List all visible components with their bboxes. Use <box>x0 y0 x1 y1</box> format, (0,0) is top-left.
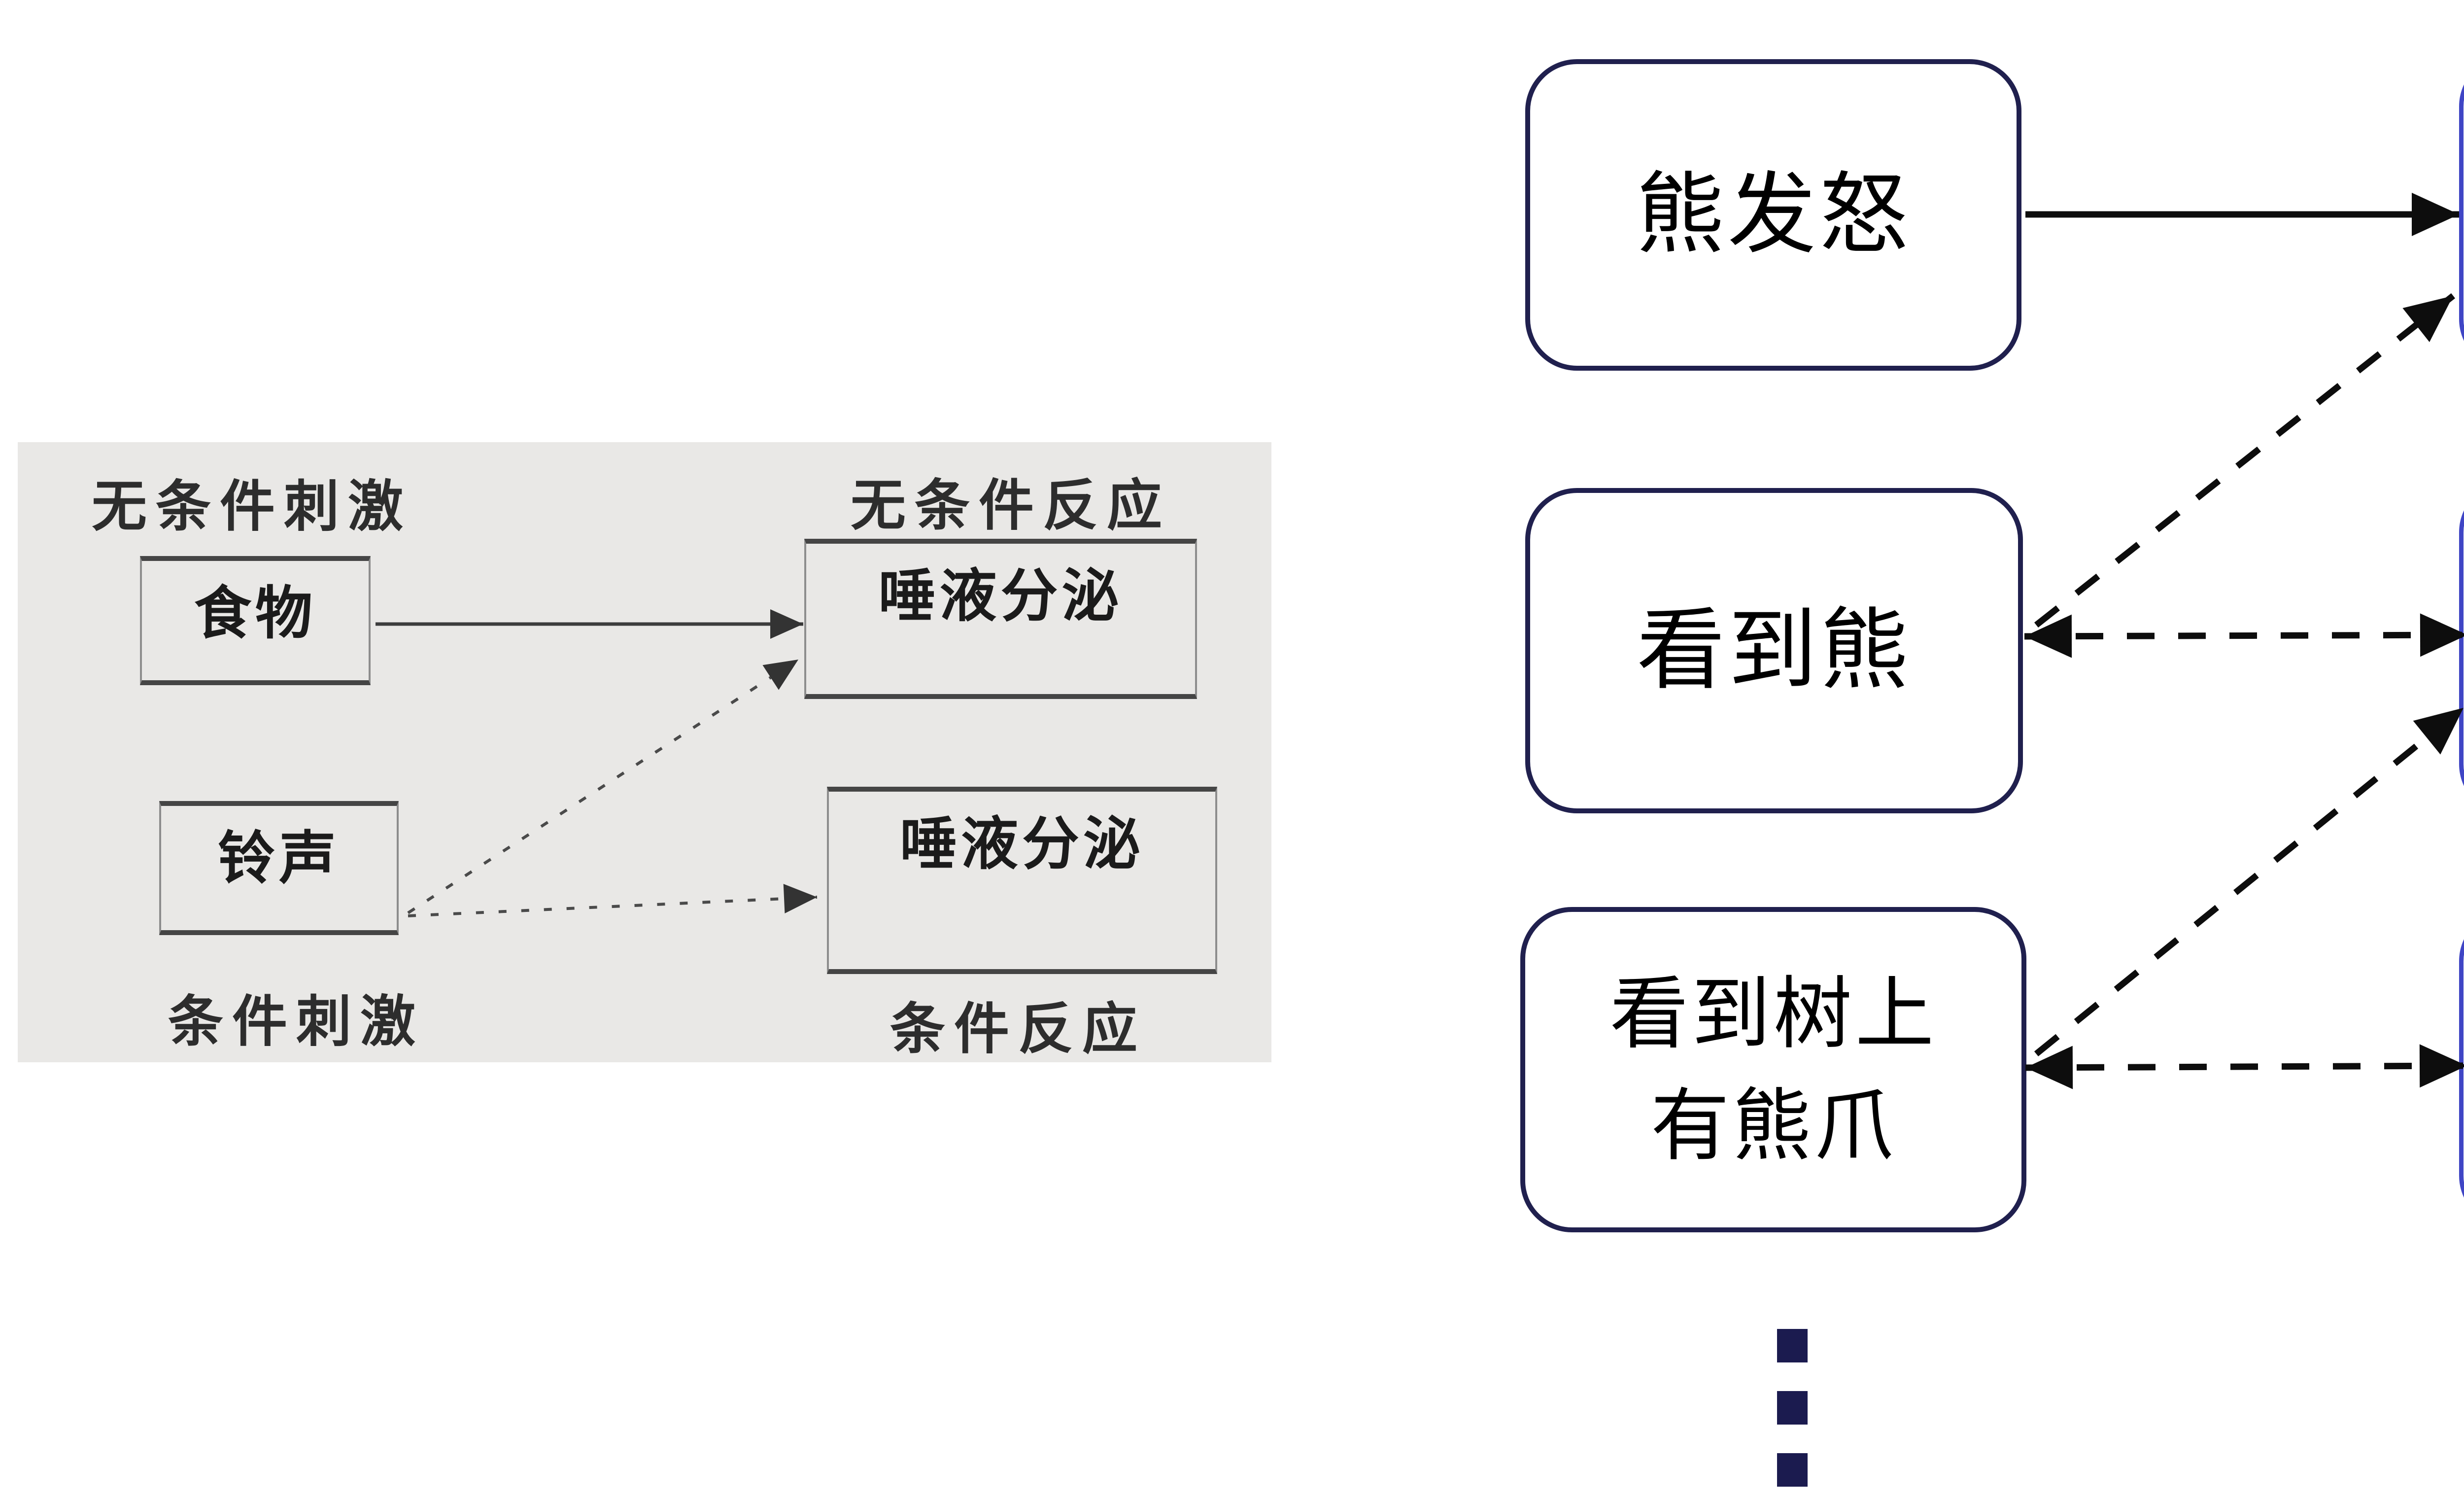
box-value-current-state: V(s) <box>2459 909 2464 1227</box>
box-salivation-conditioned: 唾液分泌 <box>827 787 1217 974</box>
label-conditioned-stimulus: 条件刺激 <box>168 991 424 1052</box>
box-reward: 奖励 <box>2459 55 2464 371</box>
box-see-claws-line1: 看到树上 <box>1609 969 1937 1058</box>
label-unconditioned-response: 无条件反应 <box>851 475 1171 536</box>
box-bell: 铃声 <box>159 801 399 935</box>
ellipsis-left <box>1777 1329 1808 1487</box>
box-food-label: 食物 <box>194 581 316 645</box>
box-salivation-unconditioned: 唾液分泌 <box>804 539 1197 699</box>
ellipsis-dot <box>1777 1391 1808 1425</box>
box-see-claws-line2: 有熊爪 <box>1650 1081 1896 1170</box>
see-bear-to-value-next-dashed-arrow-icon <box>2024 613 2464 658</box>
classical-conditioning-panel: 无条件刺激 无条件反应 食物 唾液分泌 铃声 唾液分泌 条件刺激 条件反应 <box>18 442 1271 1062</box>
box-bear-anger: 熊发怒 <box>1525 59 2021 371</box>
ellipsis-dot <box>1777 1329 1808 1362</box>
see-claws-to-value-current-dashed-arrow-icon <box>2025 1044 2464 1089</box>
box-see-claws: 看到树上 有熊爪 <box>1520 907 2026 1232</box>
box-salivation-unconditioned-label: 唾液分泌 <box>878 564 1123 628</box>
box-value-next-state: V(s′) <box>2459 481 2464 816</box>
see-bear-to-reward-dashed-arrow-icon <box>2034 293 2456 628</box>
box-bear-anger-label: 熊发怒 <box>1636 165 1911 265</box>
label-conditioned-response: 条件反应 <box>890 998 1146 1060</box>
box-bell-label: 铃声 <box>218 826 340 890</box>
box-see-bear: 看到熊 <box>1525 488 2023 813</box>
box-see-bear-label: 看到熊 <box>1636 601 1912 700</box>
box-salivation-conditioned-label: 唾液分泌 <box>900 812 1144 876</box>
label-unconditioned-stimulus: 无条件刺激 <box>92 476 412 537</box>
ellipsis-dot <box>1777 1453 1808 1487</box>
see-claws-to-value-next-dashed-arrow-icon <box>2034 705 2464 1057</box>
box-food: 食物 <box>140 556 371 685</box>
